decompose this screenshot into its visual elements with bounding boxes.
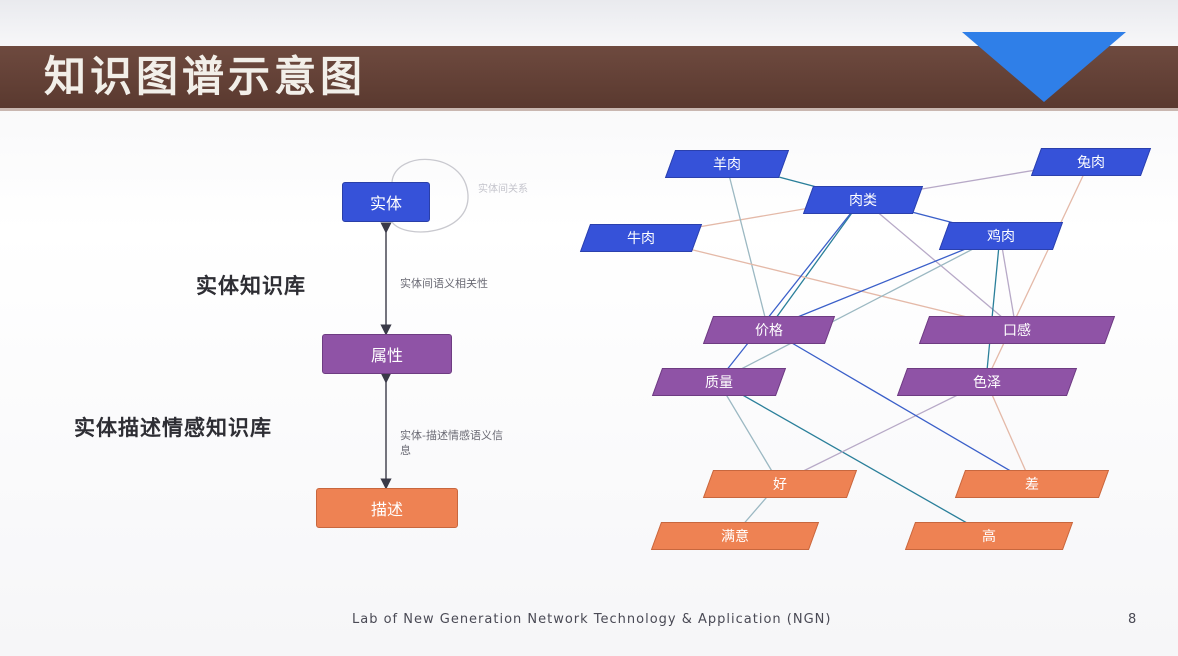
page-number: 8 xyxy=(1128,612,1137,627)
attribute-node-sese: 色泽 xyxy=(896,368,1078,396)
entity-node-yangrou: 羊肉 xyxy=(664,150,790,178)
attribute-node-zhiliang: 质量 xyxy=(651,368,787,396)
attribute-node-jiage: 价格 xyxy=(702,316,836,344)
entity-attribute-note: 实体间语义相关性 xyxy=(400,277,488,290)
edge-yangrou-jiage xyxy=(725,162,769,330)
edge-sese-hao xyxy=(778,380,987,484)
description-node-gao: 高 xyxy=(904,522,1074,550)
entity-node-jirou: 鸡肉 xyxy=(938,222,1064,250)
edge-tuirou-sese xyxy=(985,160,1091,382)
edge-roulei-zhiliang xyxy=(717,198,863,382)
edge-roulei-kougan xyxy=(861,198,1017,330)
footer-lab-name: Lab of New Generation Network Technology… xyxy=(352,612,832,627)
entity-self-loop xyxy=(391,158,469,233)
attribute-description-note: 实体-描述情感语义信息 xyxy=(400,429,503,457)
edge-jirou-kougan xyxy=(999,234,1017,330)
entity-node-roulei: 肉类 xyxy=(802,186,924,214)
self-loop-note: 实体间关系 xyxy=(478,184,528,195)
edge-jirou-zhiliang xyxy=(717,234,1001,382)
page-title: 知识图谱示意图 xyxy=(44,52,367,101)
title-divider xyxy=(0,108,1178,111)
edge-roulei-jiage xyxy=(767,198,863,330)
description-node: 描述 xyxy=(316,488,458,528)
description-node-cha: 差 xyxy=(954,470,1110,498)
entity-node-tuirou: 兔肉 xyxy=(1030,148,1152,176)
edge-zhiliang-gao xyxy=(717,380,989,536)
attribute-node-kougan: 口感 xyxy=(918,316,1116,344)
edge-jiage-cha xyxy=(767,328,1032,484)
description-node-manyi: 满意 xyxy=(650,522,820,550)
edge-zhiliang-hao xyxy=(717,380,780,484)
edge-jirou-jiage xyxy=(767,234,1001,330)
edge-jirou-sese xyxy=(985,234,1001,382)
edge-niurou-kougan xyxy=(639,236,1017,330)
description-kb-label: 实体描述情感知识库 xyxy=(74,415,272,440)
description-node-hao: 好 xyxy=(702,470,858,498)
entity-node-niurou: 牛肉 xyxy=(579,224,703,252)
triangle-decoration-icon xyxy=(962,32,1126,102)
entity-node: 实体 xyxy=(342,182,430,222)
attribute-node: 属性 xyxy=(322,334,452,374)
edge-sese-cha xyxy=(985,380,1032,484)
entity-kb-label: 实体知识库 xyxy=(196,273,306,298)
